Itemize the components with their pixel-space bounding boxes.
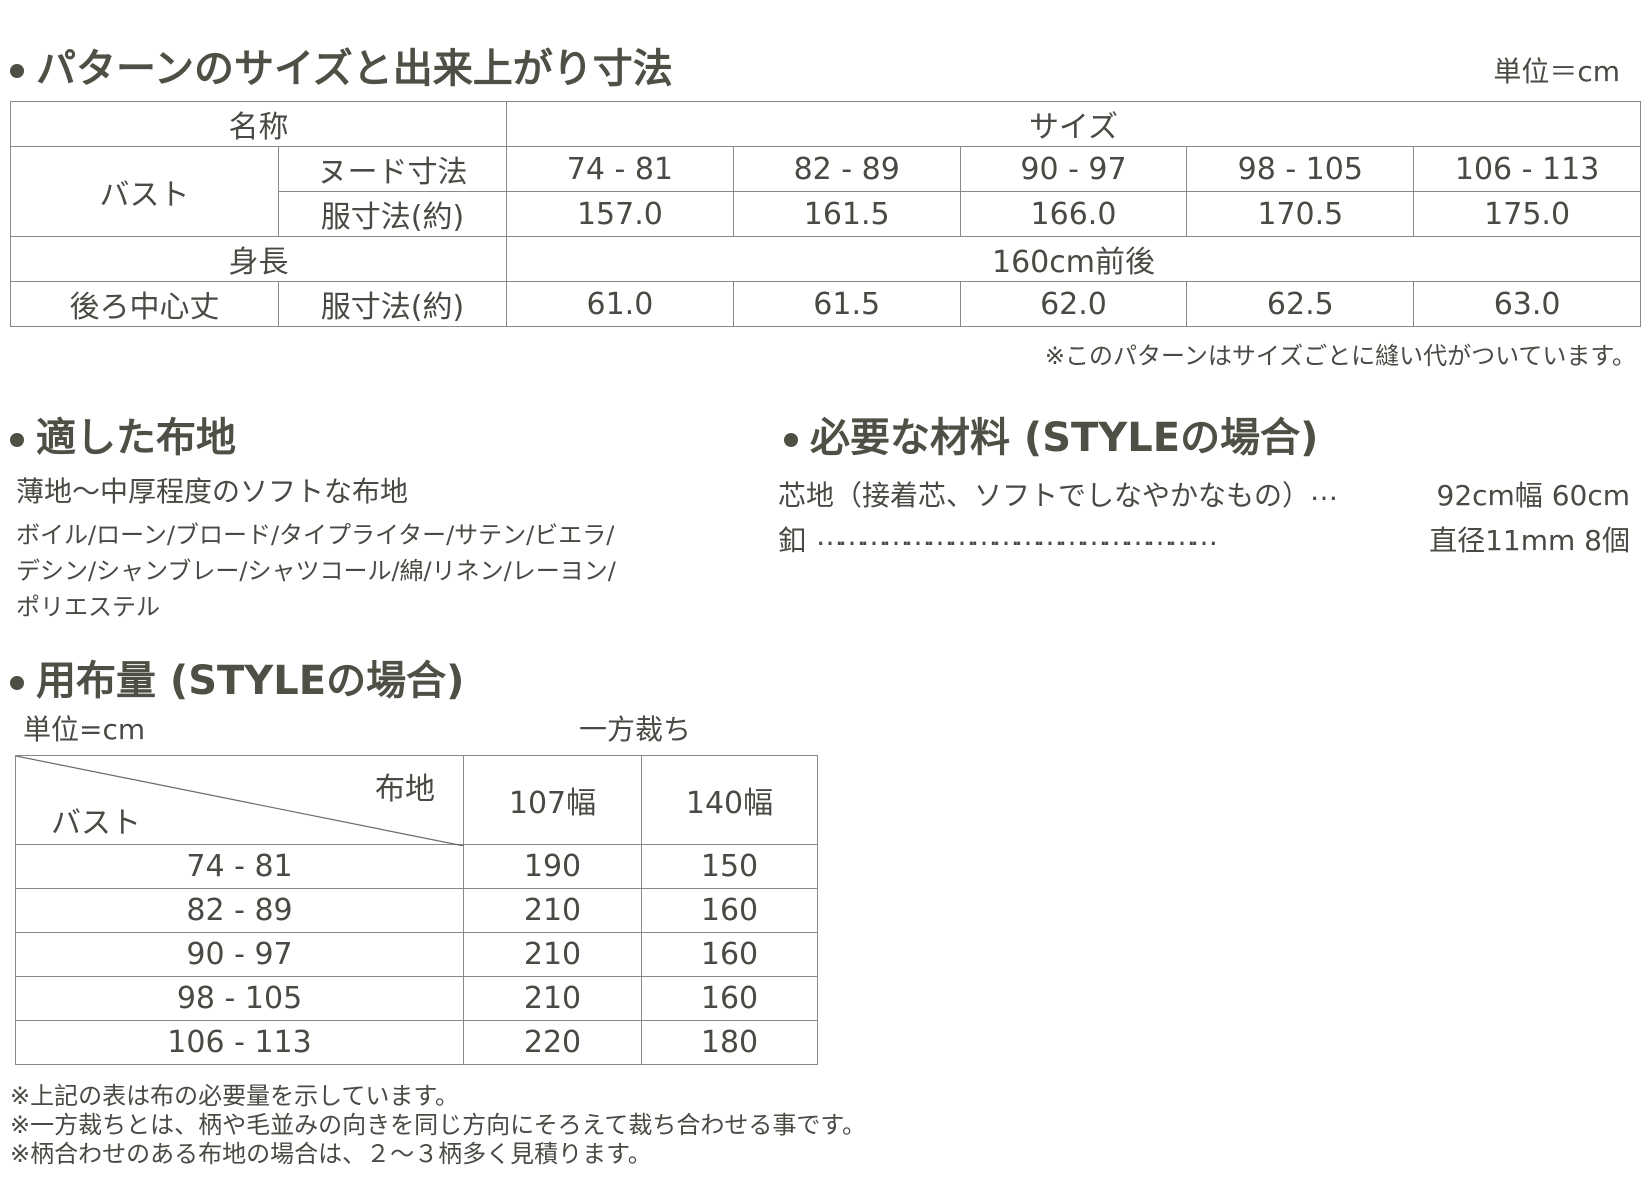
size-table: 名称 サイズ バスト ヌード寸法 74 - 81 82 - 89 90 - 97…: [10, 101, 1641, 327]
col-header: 140幅: [641, 755, 818, 845]
value-cell: 220: [463, 1020, 642, 1065]
value-cell: 63.0: [1413, 281, 1641, 327]
table-row: バスト ヌード寸法 74 - 81 82 - 89 90 - 97 98 - 1…: [10, 146, 1641, 237]
garment-label: 服寸法(約): [278, 191, 507, 237]
yardage-note: ※一方裁ちとは、柄や毛並みの向きを同じ方向にそろえて裁ち合わせる事です。: [10, 1111, 867, 1139]
size-section-heading: パターンのサイズと出来上がり寸法: [10, 36, 673, 94]
height-label: 身長: [10, 236, 507, 282]
table-row: 名称 サイズ: [10, 101, 1641, 147]
seam-allowance-note: ※このパターンはサイズごとに縫い代がついています。: [1044, 342, 1636, 370]
bullet-icon: [10, 64, 24, 78]
value-cell: 150: [641, 844, 818, 889]
value-cell: 160: [641, 888, 818, 933]
material-item: 釦 ……………………………………………… 直径11mm 8個: [778, 519, 1630, 559]
value-cell: 210: [463, 976, 642, 1021]
material-leader: …: [1310, 474, 1339, 507]
value-cell: 160: [641, 976, 818, 1021]
cut-type: 一方裁ち: [579, 713, 692, 746]
size-section-title: パターンのサイズと出来上がり寸法: [36, 46, 673, 92]
header-name: 名称: [10, 101, 507, 147]
value-cell: 210: [463, 932, 642, 977]
nude-label: ヌード寸法: [278, 146, 507, 192]
corner-bust-label: バスト: [51, 806, 141, 841]
material-name: 釦: [778, 524, 807, 557]
value-cell: 170.5: [1186, 191, 1415, 237]
size-cell: 74 - 81: [15, 844, 464, 889]
back-length-label: 後ろ中心丈: [10, 281, 279, 327]
yardage-note: ※柄合わせのある布地の場合は、２〜３柄多く見積ります。: [10, 1140, 652, 1168]
fabric-line: デシン/シャンブレー/シャツコール/綿/リネン/レーヨン/: [16, 557, 616, 585]
size-cell: 98 - 105: [1186, 146, 1415, 192]
size-cell: 82 - 89: [15, 888, 464, 933]
value-cell: 210: [463, 888, 642, 933]
diagonal-header-cell: 布地 バスト: [15, 755, 464, 846]
col-header: 107幅: [463, 755, 642, 845]
value-cell: 190: [463, 844, 642, 889]
value-cell: 166.0: [959, 191, 1188, 237]
material-leader: ………………………………………………: [816, 519, 1218, 552]
table-row: 身長 160cm前後: [10, 236, 1641, 282]
value-cell: 62.5: [1186, 281, 1415, 327]
bullet-icon: [10, 676, 24, 690]
yardage-note: ※上記の表は布の必要量を示しています。: [10, 1082, 459, 1110]
size-cell: 98 - 105: [15, 976, 464, 1021]
yardage-section-title: 用布量 (STYLEの場合): [36, 658, 465, 704]
fabric-line: ボイル/ローン/ブロード/タイプライター/サテン/ビエラ/: [16, 521, 615, 549]
material-name: 芯地（接着芯、ソフトでしなやかなもの）: [778, 479, 1311, 512]
material-value: 直径11mm 8個: [1429, 524, 1630, 557]
value-cell: 62.0: [959, 281, 1188, 327]
value-cell: 175.0: [1413, 191, 1641, 237]
size-cell: 90 - 97: [15, 932, 464, 977]
bullet-icon: [10, 433, 24, 447]
size-cell: 106 - 113: [1413, 146, 1641, 192]
value-cell: 61.0: [506, 281, 734, 327]
bust-label: バスト: [10, 146, 279, 237]
fabric-lead: 薄地〜中厚程度のソフトな布地: [16, 475, 409, 508]
yardage-section-heading: 用布量 (STYLEの場合): [10, 648, 464, 706]
table-row: 布地 バスト 107幅 140幅: [15, 755, 818, 846]
material-item: 芯地（接着芯、ソフトでしなやかなもの） … 92cm幅 60cm: [778, 474, 1630, 514]
diagonal-line: [16, 756, 464, 846]
size-cell: 74 - 81: [506, 146, 734, 192]
value-cell: 161.5: [732, 191, 961, 237]
size-cell: 106 - 113: [15, 1020, 464, 1065]
header-size: サイズ: [506, 101, 1641, 147]
fabric-section-heading: 適した布地: [10, 405, 236, 463]
corner-fabric-label: 布地: [375, 772, 435, 807]
size-cell: 90 - 97: [959, 146, 1188, 192]
size-cell: 82 - 89: [732, 146, 961, 192]
value-cell: 180: [641, 1020, 818, 1065]
unit-label: 単位＝cm: [1493, 55, 1620, 88]
bullet-icon: [784, 433, 798, 447]
fabric-section-title: 適した布地: [36, 415, 236, 461]
garment-label: 服寸法(約): [278, 281, 507, 327]
value-cell: 157.0: [506, 191, 734, 237]
materials-section-heading: 必要な材料 (STYLEの場合): [784, 405, 1318, 463]
fabric-line: ポリエステル: [16, 593, 160, 621]
value-cell: 160: [641, 932, 818, 977]
height-value: 160cm前後: [506, 236, 1641, 282]
material-value: 92cm幅 60cm: [1436, 479, 1631, 512]
yardage-unit: 単位=cm: [23, 713, 146, 746]
value-cell: 61.5: [732, 281, 961, 327]
table-row: 後ろ中心丈 服寸法(約) 61.0 61.5 62.0 62.5 63.0: [10, 281, 1641, 327]
materials-section-title: 必要な材料 (STYLEの場合): [810, 415, 1319, 461]
